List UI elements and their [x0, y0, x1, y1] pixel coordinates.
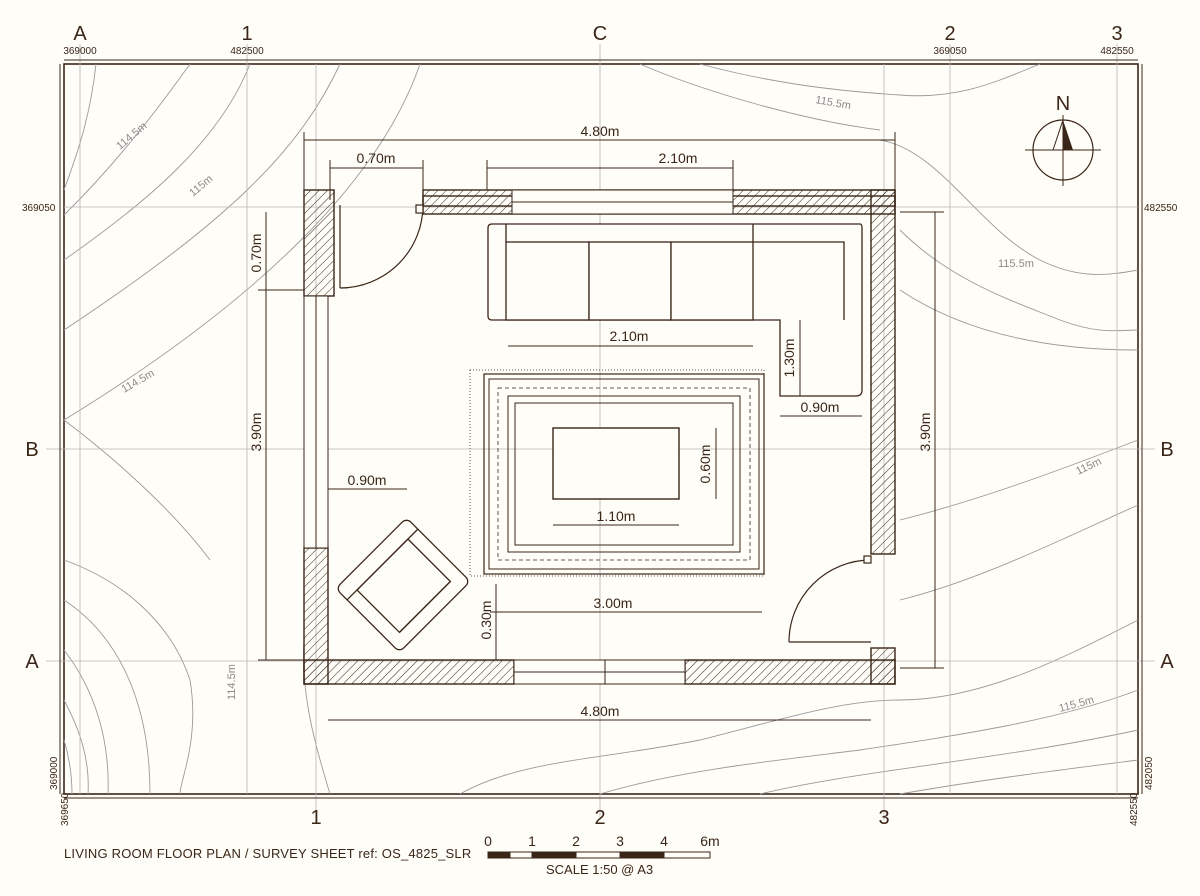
dim-sofa-return-depth: 1.30m	[781, 339, 797, 378]
dim-overall-top: 4.80m	[581, 123, 620, 139]
grid-coord-top: 369000	[63, 46, 97, 57]
sheet-title: LIVING ROOM FLOOR PLAN / SURVEY SHEET re…	[64, 846, 472, 861]
contour-label: 115.5m	[814, 94, 851, 112]
grid-coord-right: 482050	[1144, 756, 1155, 790]
dim-armchair: 0.90m	[348, 472, 387, 488]
dim-door-top: 0.70m	[357, 150, 396, 166]
scale-tick: 4	[660, 833, 668, 849]
grid-label-top: 2	[944, 23, 955, 45]
dim-sofa-return-width: 0.90m	[801, 399, 840, 415]
grid-coord-top: 482500	[230, 46, 264, 57]
grid-label-left: B	[25, 439, 38, 461]
grid-label-bottom: 2	[594, 807, 605, 829]
dimension-lines	[258, 132, 944, 721]
dim-sofa-length: 2.10m	[610, 328, 649, 344]
doors	[339, 204, 872, 643]
dim-table-depth: 0.60m	[697, 445, 713, 484]
dim-rug-offset: 0.30m	[478, 601, 494, 640]
contour-lines	[63, 63, 1139, 795]
grid-coord-left: 369650	[60, 792, 71, 826]
grid-label-top: A	[73, 23, 87, 45]
dim-table-width: 1.10m	[597, 508, 636, 524]
grid-coord-left: 369050	[22, 203, 56, 214]
grid-label-top: 3	[1111, 23, 1122, 45]
scale-tick: 6m	[700, 833, 719, 849]
north-label: N	[1056, 93, 1070, 115]
contour-label: 114.5m	[226, 664, 238, 700]
sofa	[487, 223, 863, 397]
rug	[469, 369, 765, 577]
windows	[303, 189, 734, 685]
contour-label: 115m	[187, 173, 215, 199]
dim-door-left: 0.70m	[248, 234, 264, 273]
grid-coord-top: 369050	[933, 46, 967, 57]
grid-coord-right: 482550	[1144, 203, 1178, 214]
grid-label-left: A	[25, 651, 39, 673]
grid-label-bottom: 3	[878, 807, 889, 829]
grid-coord-left: 369000	[49, 756, 60, 790]
grid-label-right: B	[1160, 439, 1173, 461]
grid-label-bottom: 1	[310, 807, 321, 829]
grid-labels: A 1 C 2 3 369000 482500 369050 482550 1 …	[22, 23, 1178, 829]
dim-window-top: 2.10m	[659, 150, 698, 166]
dim-overall-bottom: 4.80m	[581, 703, 620, 719]
contour-label: 114.5m	[120, 367, 157, 395]
north-arrow: N	[1025, 93, 1101, 186]
contour-label: 115.5m	[998, 258, 1034, 270]
scale-tick: 3	[616, 833, 624, 849]
grid-label-top: C	[593, 23, 607, 45]
coffee-table	[552, 427, 680, 500]
grid-coord-right: 482550	[1129, 792, 1140, 826]
grid-label-right: A	[1160, 651, 1174, 673]
dim-left-height: 3.90m	[248, 413, 264, 452]
contour-label: 114.5m	[114, 120, 149, 152]
scale-tick: 2	[572, 833, 580, 849]
scale-caption: SCALE 1:50 @ A3	[546, 862, 654, 877]
frame-ticks	[59, 59, 1143, 799]
grid-coord-top: 482550	[1100, 46, 1134, 57]
armchair	[337, 519, 469, 651]
scale-tick: 0	[484, 833, 492, 849]
dim-right-height: 3.90m	[917, 413, 933, 452]
contour-label: 115.5m	[1058, 694, 1096, 715]
grid-label-top: 1	[241, 23, 252, 45]
dim-rug-width: 3.00m	[594, 595, 633, 611]
scale-bar: 0 1 2 3 4 6m	[484, 833, 720, 859]
scale-tick: 1	[528, 833, 536, 849]
dimension-labels: 4.80m 0.70m 2.10m 0.70m 3.90m 3.90m 2.10…	[248, 123, 933, 719]
